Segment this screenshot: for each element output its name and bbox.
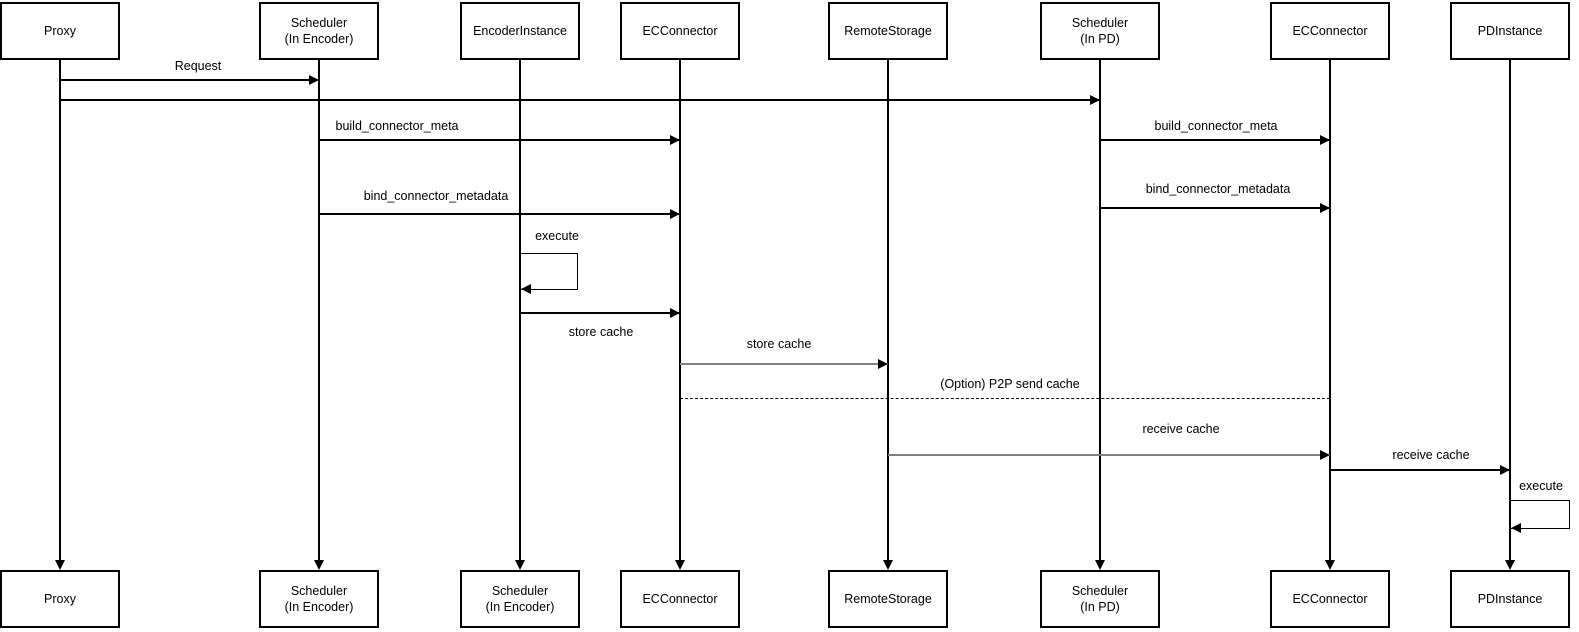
arrowhead-bind-connector-metadata-left bbox=[670, 209, 680, 219]
lifeline-end-arrowhead-ec-connector-pd bbox=[1325, 560, 1335, 570]
message-line-bind-connector-metadata-left bbox=[319, 213, 680, 215]
actor-top-remote-storage: RemoteStorage bbox=[828, 2, 948, 60]
lifeline-remote-storage bbox=[887, 60, 889, 560]
lifeline-scheduler-pd bbox=[1099, 60, 1101, 560]
message-label-receive-cache-ec-to-pd: receive cache bbox=[1392, 448, 1470, 462]
lifeline-end-arrowhead-remote-storage bbox=[883, 560, 893, 570]
message-label-execute-encoder: execute bbox=[535, 229, 579, 243]
arrowhead-receive-cache-ec-to-pd bbox=[1500, 465, 1510, 475]
actor-top-proxy: Proxy bbox=[0, 2, 120, 60]
lifeline-end-arrowhead-pd-instance bbox=[1505, 560, 1515, 570]
message-loop-execute-encoder bbox=[520, 253, 578, 290]
actor-bottom-scheduler-pd: Scheduler (In PD) bbox=[1040, 570, 1160, 628]
message-line-request bbox=[60, 79, 319, 81]
lifeline-pd-instance bbox=[1509, 60, 1511, 560]
arrowhead-build-connector-meta-left bbox=[670, 135, 680, 145]
arrowhead-execute-pd bbox=[1511, 523, 1521, 533]
lifeline-proxy bbox=[59, 60, 61, 560]
message-label-p2p-send-cache: (Option) P2P send cache bbox=[940, 377, 1080, 391]
lifeline-end-arrowhead-ec-connector-encoder bbox=[675, 560, 685, 570]
lifeline-scheduler-encoder bbox=[318, 60, 320, 560]
message-label-receive-cache-storage-to-ec: receive cache bbox=[1142, 422, 1220, 436]
message-label-execute-pd: execute bbox=[1519, 479, 1563, 493]
actor-bottom-scheduler-encoder: Scheduler (In Encoder) bbox=[259, 570, 379, 628]
arrowhead-bind-connector-metadata-right bbox=[1320, 203, 1330, 213]
arrowhead-build-connector-meta-right bbox=[1320, 135, 1330, 145]
message-loop-execute-pd bbox=[1510, 500, 1570, 529]
lifeline-encoder-instance bbox=[519, 60, 521, 560]
message-line-receive-cache-storage-to-ec bbox=[888, 454, 1330, 456]
actor-top-encoder-instance: EncoderInstance bbox=[460, 2, 580, 60]
lifeline-end-arrowhead-scheduler-pd bbox=[1095, 560, 1105, 570]
message-label-store-cache-encoder-to-ec: store cache bbox=[568, 325, 634, 339]
actor-top-scheduler-encoder: Scheduler (In Encoder) bbox=[259, 2, 379, 60]
arrowhead-request bbox=[309, 75, 319, 85]
message-line-proxy-to-scheduler-pd bbox=[60, 99, 1100, 101]
actor-bottom-ec-connector-encoder: ECConnector bbox=[620, 570, 740, 628]
lifeline-end-arrowhead-encoder-instance bbox=[515, 560, 525, 570]
message-label-bind-connector-metadata-left: bind_connector_metadata bbox=[363, 189, 509, 203]
lifeline-end-arrowhead-proxy bbox=[55, 560, 65, 570]
lifeline-ec-connector-pd bbox=[1329, 60, 1331, 560]
actor-top-ec-connector-encoder: ECConnector bbox=[620, 2, 740, 60]
message-line-store-cache-encoder-to-ec bbox=[520, 312, 680, 314]
arrowhead-store-cache-ec-to-storage bbox=[878, 359, 888, 369]
lifeline-ec-connector-encoder bbox=[679, 60, 681, 560]
message-label-build-connector-meta-left: build_connector_meta bbox=[335, 119, 459, 133]
arrowhead-store-cache-encoder-to-ec bbox=[670, 308, 680, 318]
actor-bottom-encoder-instance: Scheduler (In Encoder) bbox=[460, 570, 580, 628]
message-label-bind-connector-metadata-right: bind_connector_metadata bbox=[1145, 182, 1291, 196]
actor-bottom-ec-connector-pd: ECConnector bbox=[1270, 570, 1390, 628]
actor-bottom-proxy: Proxy bbox=[0, 570, 120, 628]
message-label-build-connector-meta-right: build_connector_meta bbox=[1154, 119, 1278, 133]
message-label-store-cache-ec-to-storage: store cache bbox=[746, 337, 812, 351]
message-line-receive-cache-ec-to-pd bbox=[1330, 469, 1510, 471]
message-line-store-cache-ec-to-storage bbox=[680, 363, 888, 365]
message-line-p2p-send-cache bbox=[680, 398, 1330, 400]
arrowhead-execute-encoder bbox=[521, 284, 531, 294]
actor-bottom-remote-storage: RemoteStorage bbox=[828, 570, 948, 628]
message-line-build-connector-meta-left bbox=[319, 139, 680, 141]
actor-top-pd-instance: PDInstance bbox=[1450, 2, 1570, 60]
actor-top-ec-connector-pd: ECConnector bbox=[1270, 2, 1390, 60]
actor-top-scheduler-pd: Scheduler (In PD) bbox=[1040, 2, 1160, 60]
message-label-request: Request bbox=[174, 59, 222, 73]
lifeline-end-arrowhead-scheduler-encoder bbox=[314, 560, 324, 570]
message-line-build-connector-meta-right bbox=[1100, 139, 1330, 141]
arrowhead-receive-cache-storage-to-ec bbox=[1320, 450, 1330, 460]
arrowhead-proxy-to-scheduler-pd bbox=[1090, 95, 1100, 105]
message-line-bind-connector-metadata-right bbox=[1100, 207, 1330, 209]
actor-bottom-pd-instance: PDInstance bbox=[1450, 570, 1570, 628]
